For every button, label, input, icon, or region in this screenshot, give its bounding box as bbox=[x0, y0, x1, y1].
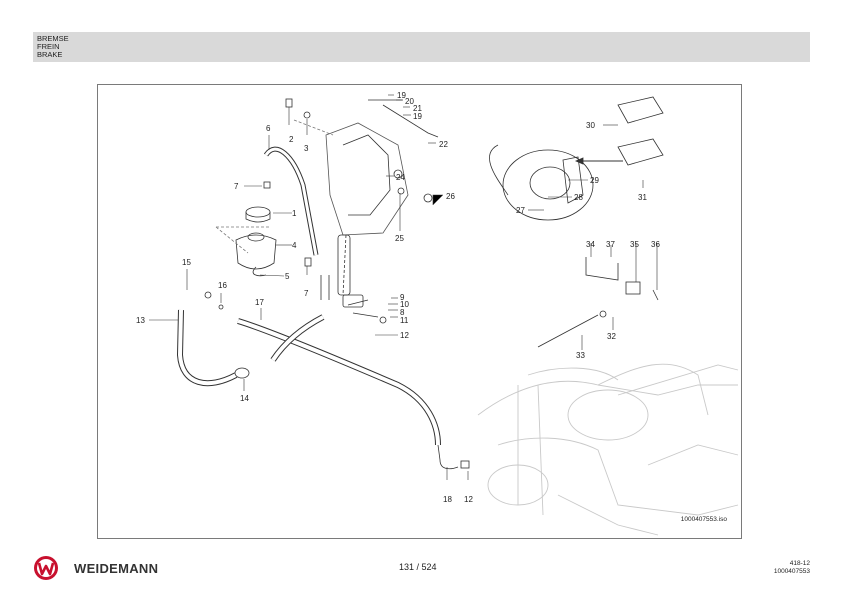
callout-37: 37 bbox=[606, 240, 615, 249]
doc-code: 418-12 bbox=[789, 560, 810, 567]
weidemann-logo-icon bbox=[33, 555, 59, 581]
header-line-en: BRAKE bbox=[37, 50, 63, 59]
page-number: 131 / 524 bbox=[399, 562, 437, 572]
callout-19a: 19 bbox=[397, 91, 406, 100]
callout-17: 17 bbox=[255, 298, 264, 307]
document-reference: 418-12 1000407553 bbox=[774, 560, 810, 576]
callout-11: 11 bbox=[400, 316, 409, 325]
callout-22: 22 bbox=[439, 140, 448, 149]
callout-5: 5 bbox=[285, 272, 290, 281]
brake-system-drawing: 1 2 3 4 5 6 7 7 8 9 10 11 12 12 13 14 15… bbox=[136, 91, 739, 536]
callout-3: 3 bbox=[304, 144, 309, 153]
callout-14: 14 bbox=[240, 394, 249, 403]
header-line-fr: FREIN bbox=[37, 42, 60, 51]
callout-1: 1 bbox=[292, 209, 297, 218]
callout-12a: 12 bbox=[400, 331, 409, 340]
callout-30: 30 bbox=[586, 121, 595, 130]
callout-2: 2 bbox=[289, 135, 294, 144]
callout-35: 35 bbox=[630, 240, 639, 249]
callout-25: 25 bbox=[395, 234, 404, 243]
callout-9: 9 bbox=[400, 293, 405, 302]
callout-24: 24 bbox=[396, 173, 405, 182]
header-band: BREMSE FREIN BRAKE bbox=[33, 32, 810, 62]
callout-19b: 19 bbox=[413, 112, 422, 121]
callout-29: 29 bbox=[590, 176, 599, 185]
doc-number: 1000407553 bbox=[773, 568, 810, 575]
callout-26: 26 bbox=[446, 192, 455, 201]
brand-name: WEIDEMANN bbox=[74, 561, 159, 576]
callout-8: 8 bbox=[400, 308, 405, 317]
callout-33: 33 bbox=[576, 351, 585, 360]
callout-18: 18 bbox=[443, 495, 452, 504]
callout-10: 10 bbox=[400, 300, 409, 309]
exploded-parts-diagram: 1 2 3 4 5 6 7 7 8 9 10 11 12 12 13 14 15… bbox=[97, 84, 742, 539]
callout-13: 13 bbox=[136, 316, 145, 325]
callout-7b: 7 bbox=[304, 289, 309, 298]
callout-7a: 7 bbox=[234, 182, 239, 191]
callout-16: 16 bbox=[218, 281, 227, 290]
callout-4: 4 bbox=[292, 241, 297, 250]
callout-31: 31 bbox=[638, 193, 647, 202]
callout-36: 36 bbox=[651, 240, 660, 249]
callout-6: 6 bbox=[266, 124, 271, 133]
drawing-id-label: 1000407553.iso bbox=[680, 516, 727, 523]
callout-27: 27 bbox=[516, 206, 525, 215]
callout-32: 32 bbox=[607, 332, 616, 341]
callout-34: 34 bbox=[586, 240, 595, 249]
callout-28: 28 bbox=[574, 193, 583, 202]
callout-15: 15 bbox=[182, 258, 191, 267]
callout-20: 20 bbox=[405, 97, 414, 106]
callout-12b: 12 bbox=[464, 495, 473, 504]
callout-21: 21 bbox=[413, 104, 422, 113]
header-line-de: BREMSE bbox=[37, 34, 69, 43]
